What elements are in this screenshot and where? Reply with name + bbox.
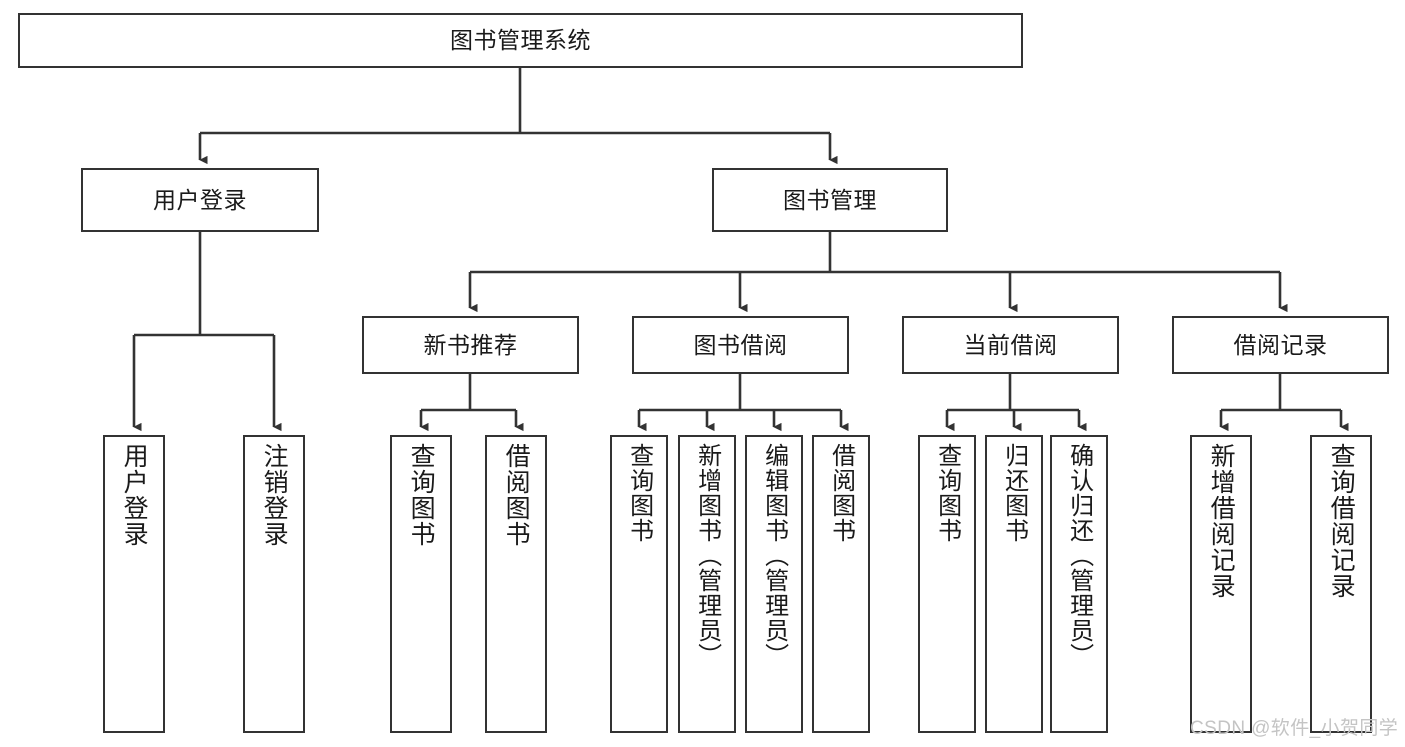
node-leaf-edit-book-label: 编辑图书（管理员） (760, 443, 788, 668)
node-leaf-query-book-current-label: 查询图书 (933, 443, 961, 543)
node-book-borrow[interactable]: 图书借阅 (632, 316, 849, 374)
node-leaf-query-book-recommend-label: 查询图书 (407, 443, 436, 547)
node-book-manage-label: 图书管理 (783, 186, 877, 213)
node-leaf-user-logout[interactable]: 注销登录 (243, 435, 305, 733)
node-leaf-add-borrow-record-label: 新增借阅记录 (1207, 443, 1236, 599)
node-leaf-confirm-return[interactable]: 确认归还（管理员） (1050, 435, 1108, 733)
node-new-book-recommend-label: 新书推荐 (423, 331, 518, 358)
node-leaf-confirm-return-label: 确认归还（管理员） (1065, 443, 1093, 668)
csdn-watermark: CSDN @软件_小贺同学 (1190, 718, 1399, 739)
node-leaf-add-book[interactable]: 新增图书（管理员） (678, 435, 736, 733)
node-leaf-return-book-label: 归还图书 (1000, 443, 1028, 543)
node-leaf-add-borrow-record[interactable]: 新增借阅记录 (1190, 435, 1252, 733)
node-root-label: 图书管理系统 (450, 27, 591, 54)
node-leaf-query-book-recommend[interactable]: 查询图书 (390, 435, 452, 733)
node-leaf-query-borrow-record[interactable]: 查询借阅记录 (1310, 435, 1372, 733)
node-leaf-edit-book[interactable]: 编辑图书（管理员） (745, 435, 803, 733)
node-leaf-query-book-borrow-label: 查询图书 (625, 443, 653, 543)
node-user-login-label: 用户登录 (153, 186, 247, 213)
node-leaf-add-book-label: 新增图书（管理员） (693, 443, 721, 668)
node-leaf-query-borrow-record-label: 查询借阅记录 (1327, 443, 1356, 599)
node-leaf-borrow-book-recommend[interactable]: 借阅图书 (485, 435, 547, 733)
node-new-book-recommend[interactable]: 新书推荐 (362, 316, 579, 374)
node-leaf-return-book[interactable]: 归还图书 (985, 435, 1043, 733)
node-leaf-borrow-book[interactable]: 借阅图书 (812, 435, 870, 733)
node-leaf-user-logout-label: 注销登录 (260, 443, 289, 547)
node-leaf-borrow-book-label: 借阅图书 (827, 443, 855, 543)
node-user-login[interactable]: 用户登录 (81, 168, 319, 232)
node-borrow-record-label: 借阅记录 (1233, 331, 1328, 358)
node-leaf-user-login-label: 用户登录 (120, 443, 149, 547)
node-book-borrow-label: 图书借阅 (693, 331, 788, 358)
node-current-borrow-label: 当前借阅 (963, 331, 1058, 358)
node-book-manage[interactable]: 图书管理 (712, 168, 948, 232)
node-current-borrow[interactable]: 当前借阅 (902, 316, 1119, 374)
node-root[interactable]: 图书管理系统 (18, 13, 1023, 68)
node-borrow-record[interactable]: 借阅记录 (1172, 316, 1389, 374)
node-leaf-user-login[interactable]: 用户登录 (103, 435, 165, 733)
node-leaf-query-book-borrow[interactable]: 查询图书 (610, 435, 668, 733)
node-leaf-query-book-current[interactable]: 查询图书 (918, 435, 976, 733)
node-leaf-borrow-book-recommend-label: 借阅图书 (502, 443, 531, 547)
